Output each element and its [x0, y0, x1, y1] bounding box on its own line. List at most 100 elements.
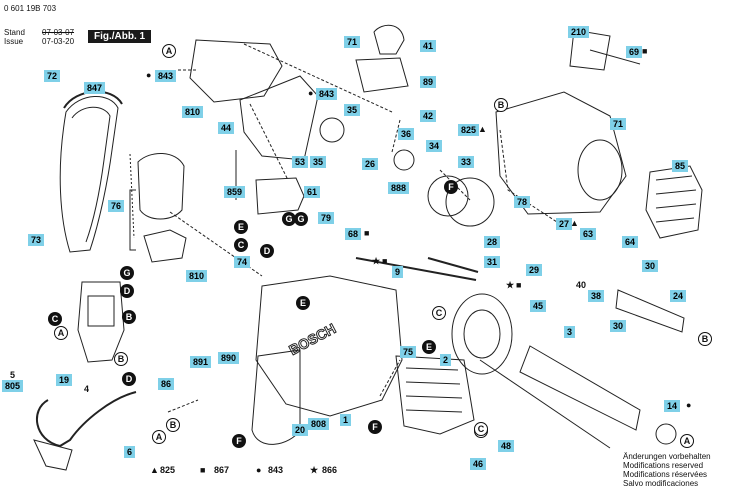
footer-symbol: ★ — [310, 465, 319, 475]
part-label: 74 — [234, 256, 251, 268]
part-label: 78 — [514, 196, 531, 208]
svg-text:BOSCH: BOSCH — [286, 320, 338, 358]
part-label: 4 — [84, 384, 90, 394]
connector-c: C — [234, 238, 248, 252]
note-line: Änderungen vorbehalten — [623, 452, 711, 461]
connector-e: E — [296, 296, 310, 310]
part-label: 38 — [588, 290, 605, 302]
connector-g: G — [282, 212, 296, 226]
symbol-marker: ■ — [642, 46, 648, 56]
connector-b: B — [122, 310, 136, 324]
part-label: 810 — [182, 106, 204, 118]
part-label: 859 — [224, 186, 246, 198]
connector-b: B — [114, 352, 128, 366]
brush-holder-plate — [137, 153, 185, 220]
part-label: 24 — [670, 290, 687, 302]
note-line: Salvo modificaciones — [623, 479, 699, 488]
part-label: 9 — [392, 266, 404, 278]
symbol-marker: ● — [308, 88, 314, 98]
part-label: 891 — [190, 356, 212, 368]
part-label: 42 — [420, 110, 437, 122]
modification-notes: Änderungen vorbehalten Modifications res… — [623, 452, 711, 488]
part-label: 1 — [340, 414, 352, 426]
switch-knob — [373, 24, 405, 55]
part-label: 28 — [484, 236, 501, 248]
connector-e: E — [234, 220, 248, 234]
connector-c: C — [474, 422, 488, 436]
symbol-marker: ▲ — [570, 218, 579, 228]
part-label: 75 — [400, 346, 417, 358]
part-label: 26 — [362, 158, 379, 170]
part-label: 64 — [622, 236, 639, 248]
footer-number: 825 — [160, 465, 176, 475]
knob-plate — [355, 57, 409, 93]
armature-small — [255, 177, 305, 215]
connector-g: G — [120, 266, 134, 280]
part-label: 68 — [345, 228, 362, 240]
symbol-marker: ★ — [506, 280, 515, 290]
part-label: 210 — [568, 26, 590, 38]
part-label: 847 — [84, 82, 106, 94]
part-label: 35 — [344, 104, 361, 116]
note-line: Modifications reserved — [623, 461, 704, 470]
part-label: 79 — [318, 212, 335, 224]
part-label: 85 — [672, 160, 689, 172]
part-label: 3 — [564, 326, 576, 338]
part-label: 69 — [626, 46, 643, 58]
footer-number: 843 — [268, 465, 284, 475]
part-label: 33 — [458, 156, 475, 168]
connector-f: F — [232, 434, 246, 448]
part-label: 30 — [610, 320, 627, 332]
part-label: 843 — [155, 70, 177, 82]
footer-number: 866 — [322, 465, 338, 475]
part-label: 6 — [124, 446, 136, 458]
connector-b: B — [494, 98, 508, 112]
part-label: 810 — [186, 270, 208, 282]
part-label: 27 — [556, 218, 573, 230]
part-label: 30 — [642, 260, 659, 272]
stand-value: 07-03-07 — [42, 28, 75, 37]
handle-half-left — [59, 95, 119, 253]
symbol-marker: ■ — [382, 256, 388, 266]
part-label: 805 — [2, 380, 24, 392]
connector-d: D — [122, 372, 136, 386]
connector-c: C — [432, 306, 446, 320]
part-label: 73 — [28, 234, 45, 246]
connector-a: A — [680, 434, 694, 448]
part-label: 40 — [576, 280, 587, 290]
part-label: 46 — [470, 458, 487, 470]
part-label: 89 — [420, 76, 437, 88]
part-label: 45 — [530, 300, 547, 312]
part-label: 61 — [304, 186, 321, 198]
connector-f: F — [444, 180, 458, 194]
connector-b: B — [166, 418, 180, 432]
connector-g: G — [294, 212, 308, 226]
doc-number: 0 601 19B 703 — [4, 4, 57, 13]
part-label: 29 — [526, 264, 543, 276]
symbol-marker: ● — [146, 70, 152, 80]
part-label: 888 — [388, 182, 410, 194]
part-label: 36 — [398, 128, 415, 140]
connector-c: C — [48, 312, 62, 326]
part-label: 71 — [344, 36, 361, 48]
part-label: 825 — [458, 124, 480, 136]
symbol-marker: ★ — [372, 256, 381, 266]
connector-a: A — [54, 326, 68, 340]
issue-label: Issue — [4, 37, 24, 46]
motor-housing — [255, 275, 403, 417]
part-label: 86 — [158, 378, 175, 390]
stator-field — [395, 355, 475, 435]
chuck — [645, 165, 703, 239]
part-label: 14 — [664, 400, 681, 412]
cover — [239, 75, 319, 161]
connector-e: E — [422, 340, 436, 354]
part-label: 41 — [420, 40, 437, 52]
part-label: 44 — [218, 122, 235, 134]
part-label: 843 — [316, 88, 338, 100]
spindle — [615, 289, 685, 333]
bearing-plate — [451, 293, 513, 375]
part-label: 34 — [426, 140, 443, 152]
gear-a — [427, 175, 469, 217]
